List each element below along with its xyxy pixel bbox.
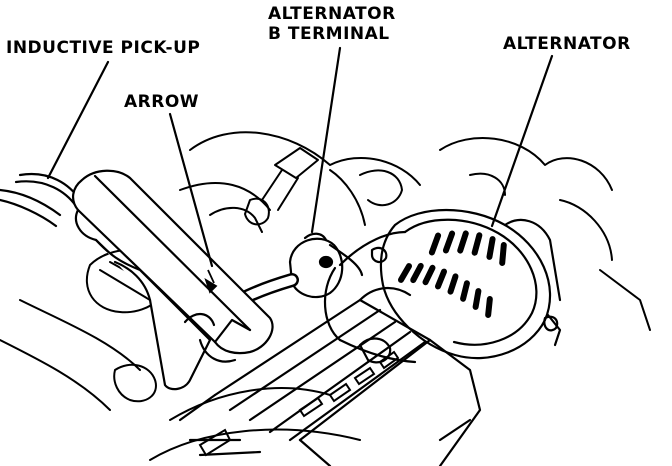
manifold-lettering: [198, 350, 400, 457]
intake-manifold: [178, 287, 482, 466]
label-arrow: ARROW: [124, 92, 200, 112]
alternator-body: [323, 208, 562, 364]
leader-lines: [46, 46, 554, 268]
label-b-terminal-line1: ALTERNATOR: [268, 4, 396, 24]
leader-alternator: [490, 54, 554, 228]
leader-b-terminal: [310, 46, 342, 234]
pickup-lead-wire: [0, 188, 62, 228]
b-terminal-boot: [288, 232, 364, 299]
leader-arrow: [168, 112, 214, 268]
alternator-vents: [398, 230, 507, 318]
label-b-terminal-line2: B TERMINAL: [268, 24, 390, 44]
leader-inductive-pickup: [46, 60, 110, 180]
direction-arrow-icon: [204, 269, 218, 294]
label-alternator: ALTERNATOR: [503, 34, 631, 54]
label-alternator-b-terminal: ALTERNATOR B TERMINAL: [268, 4, 396, 44]
label-inductive-pickup: INDUCTIVE PICK-UP: [6, 38, 201, 58]
inductive-clamp: [72, 169, 274, 391]
